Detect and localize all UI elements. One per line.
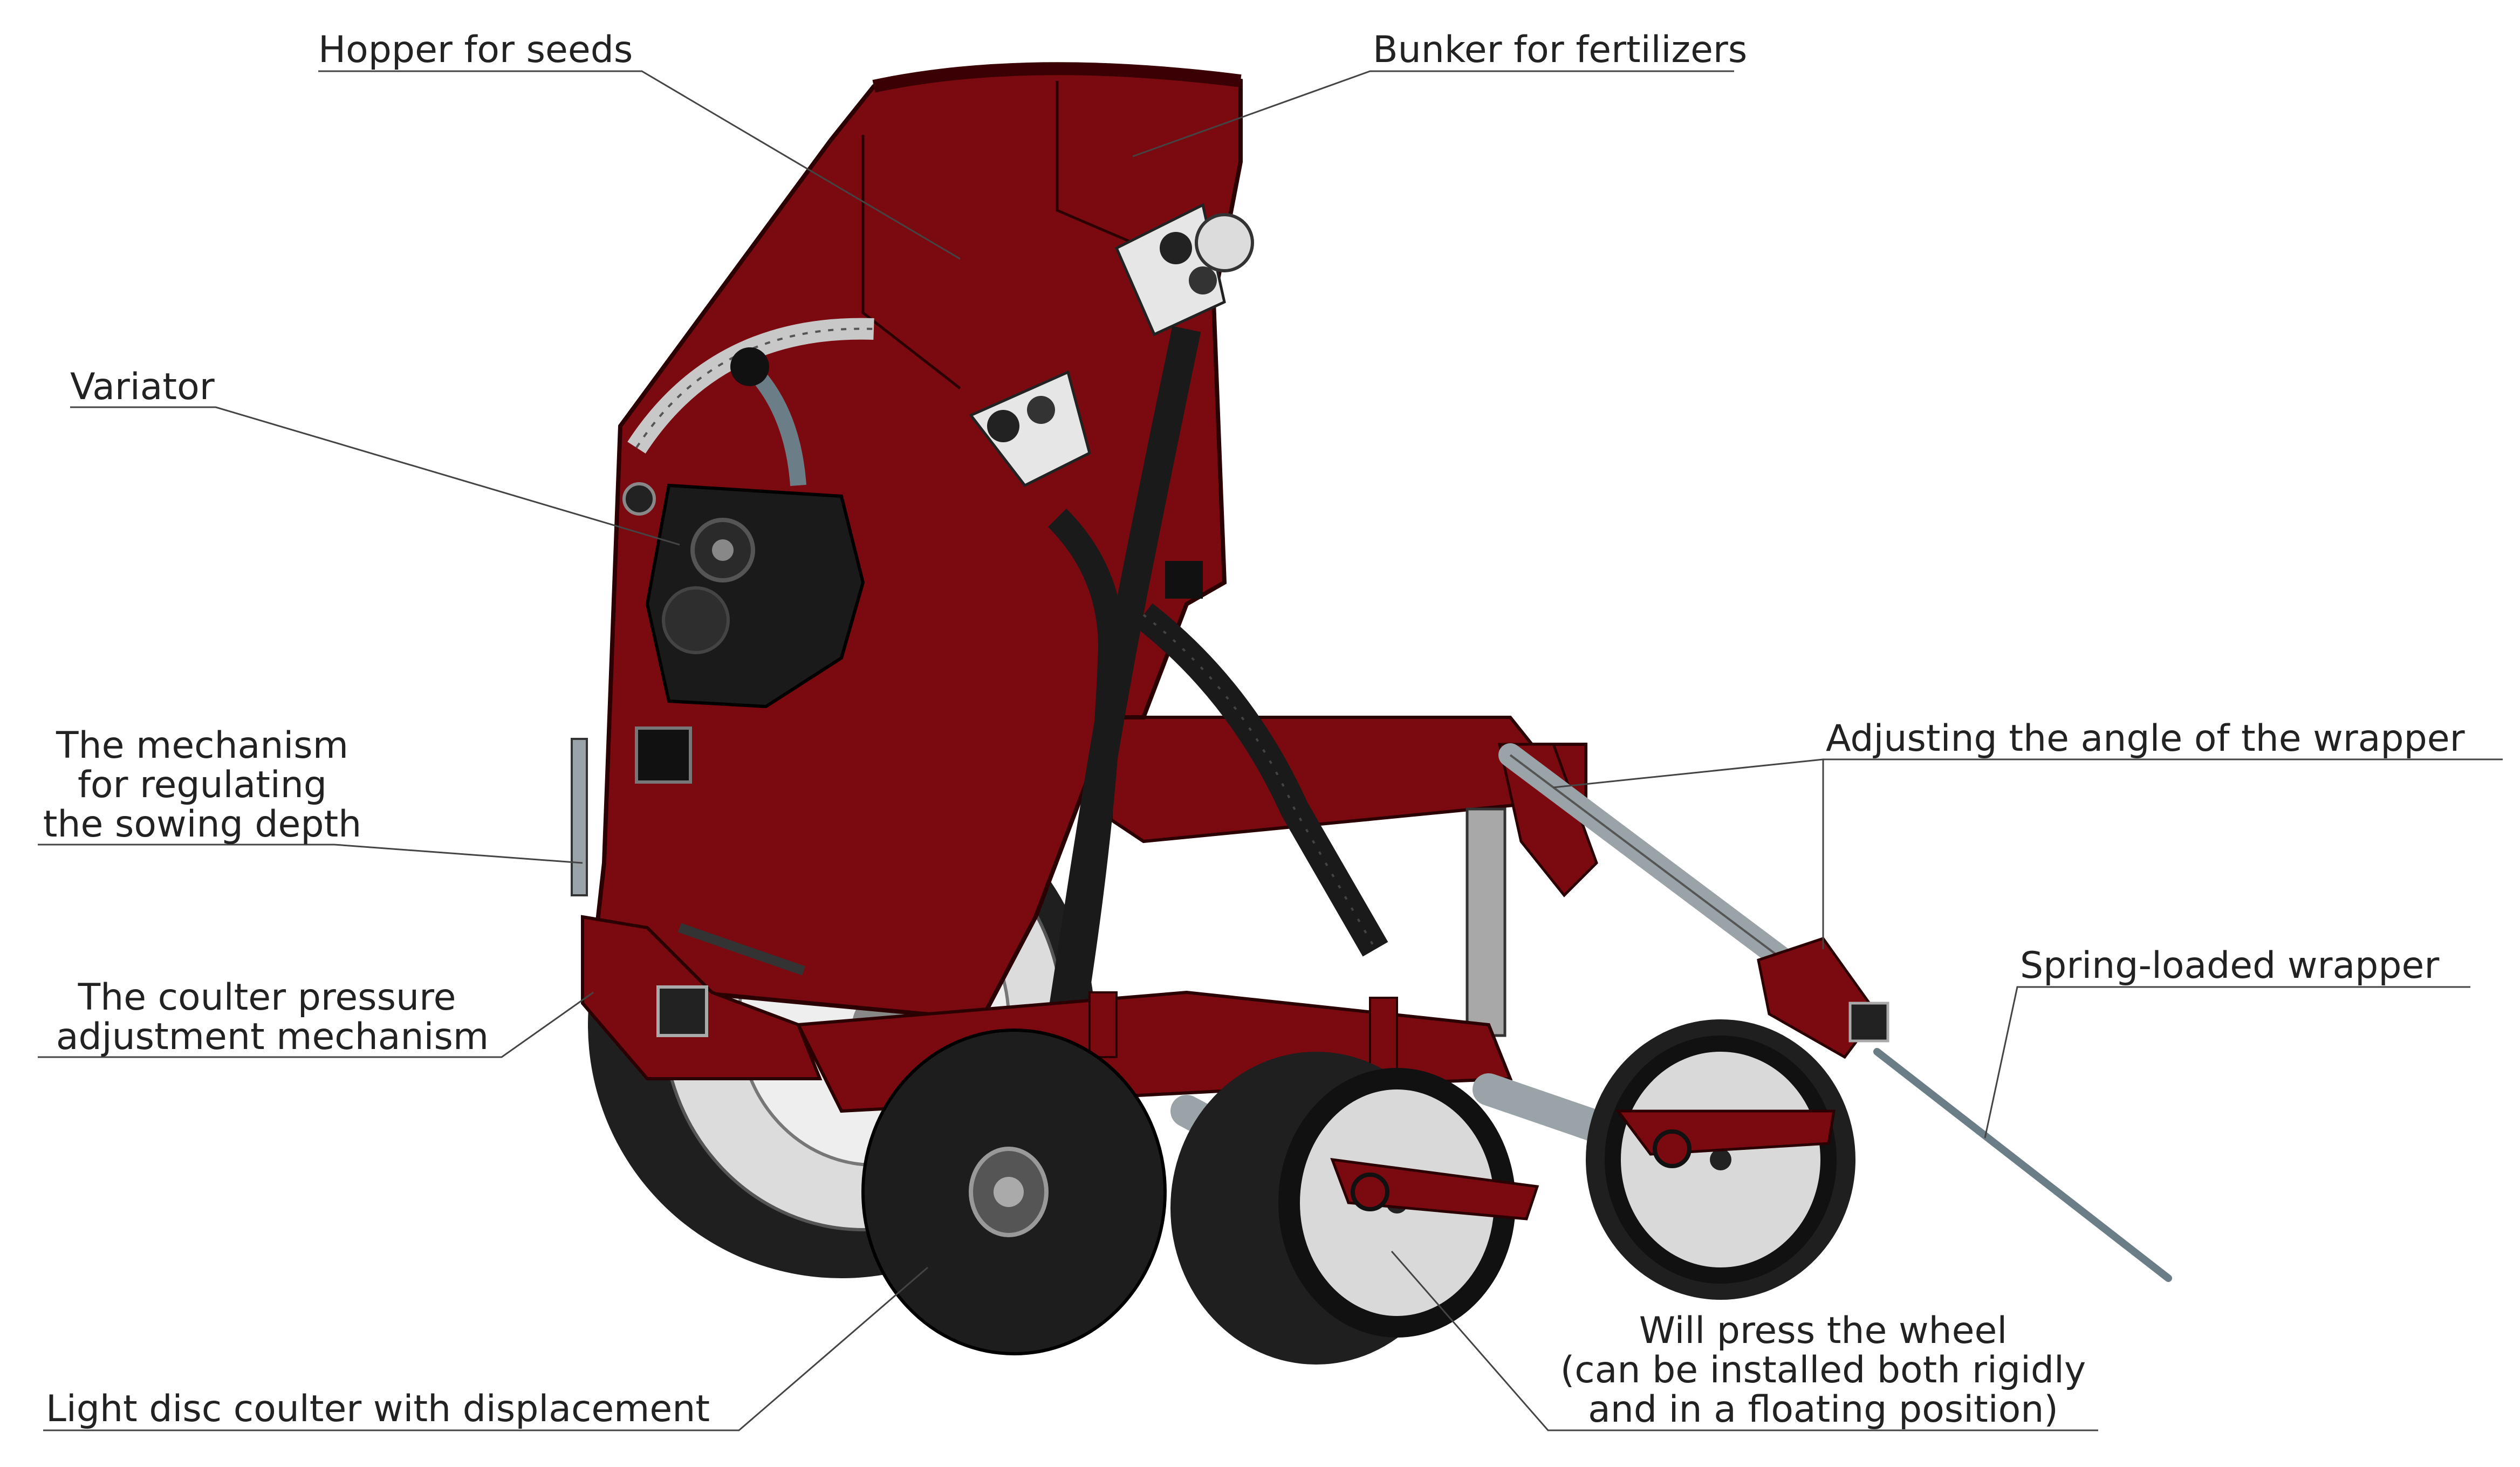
label-hopper-for-seeds: Hopper for seeds — [318, 29, 633, 71]
leader-spring — [1984, 986, 2470, 1139]
label-variator: Variator — [70, 366, 215, 408]
hopper-body — [591, 62, 1243, 1022]
disc-coulter — [861, 1029, 1167, 1355]
press-wheel-front — [1170, 1052, 1539, 1365]
depth-mechanism — [571, 726, 823, 1080]
leader-depth — [38, 844, 583, 864]
label-coulter-pressure-line1: The coulter pressure — [78, 976, 456, 1019]
seed-tubes — [1047, 326, 1388, 1017]
label-depth-line2: for regulating — [78, 764, 327, 806]
label-depth-line3: the sowing depth — [43, 803, 362, 846]
leader-hopper — [318, 70, 961, 260]
label-coulter-pressure-line2: adjustment mechanism — [56, 1016, 489, 1058]
leader-coulter — [43, 1266, 928, 1431]
press-wheel-rear — [1586, 1019, 1855, 1300]
leader-lines — [38, 70, 2503, 1431]
labels: Hopper for seeds Bunker for fertilizers … — [43, 29, 2465, 1431]
leader-bunker — [1132, 70, 1734, 157]
label-bunker-for-fertilizers: Bunker for fertilizers — [1373, 29, 1747, 71]
label-depth-line1: The mechanism — [56, 724, 348, 767]
leader-wrapper-angle — [1553, 758, 2503, 789]
label-press-wheel-line1: Will press the wheel — [1639, 1310, 2007, 1352]
label-wrapper-angle: Adjusting the angle of the wrapper — [1826, 717, 2465, 760]
leader-coulter-pressure — [38, 991, 594, 1058]
seeder-machine — [571, 62, 2172, 1365]
leader-variator — [70, 406, 680, 546]
frame-beam — [1110, 716, 1598, 1037]
label-spring-wrapper: Spring-loaded wrapper — [2020, 944, 2439, 987]
wrapper-arm — [1498, 743, 2172, 1282]
leader-press-wheel — [1391, 1251, 2098, 1431]
metering-units — [969, 203, 1254, 488]
label-press-wheel-line2: (can be installed both rigidly — [1560, 1349, 2086, 1391]
label-press-wheel-line3: and in a floating position) — [1588, 1388, 2058, 1431]
variator-unit — [622, 318, 874, 709]
label-disc-coulter: Light disc coulter with displacement — [46, 1388, 710, 1430]
